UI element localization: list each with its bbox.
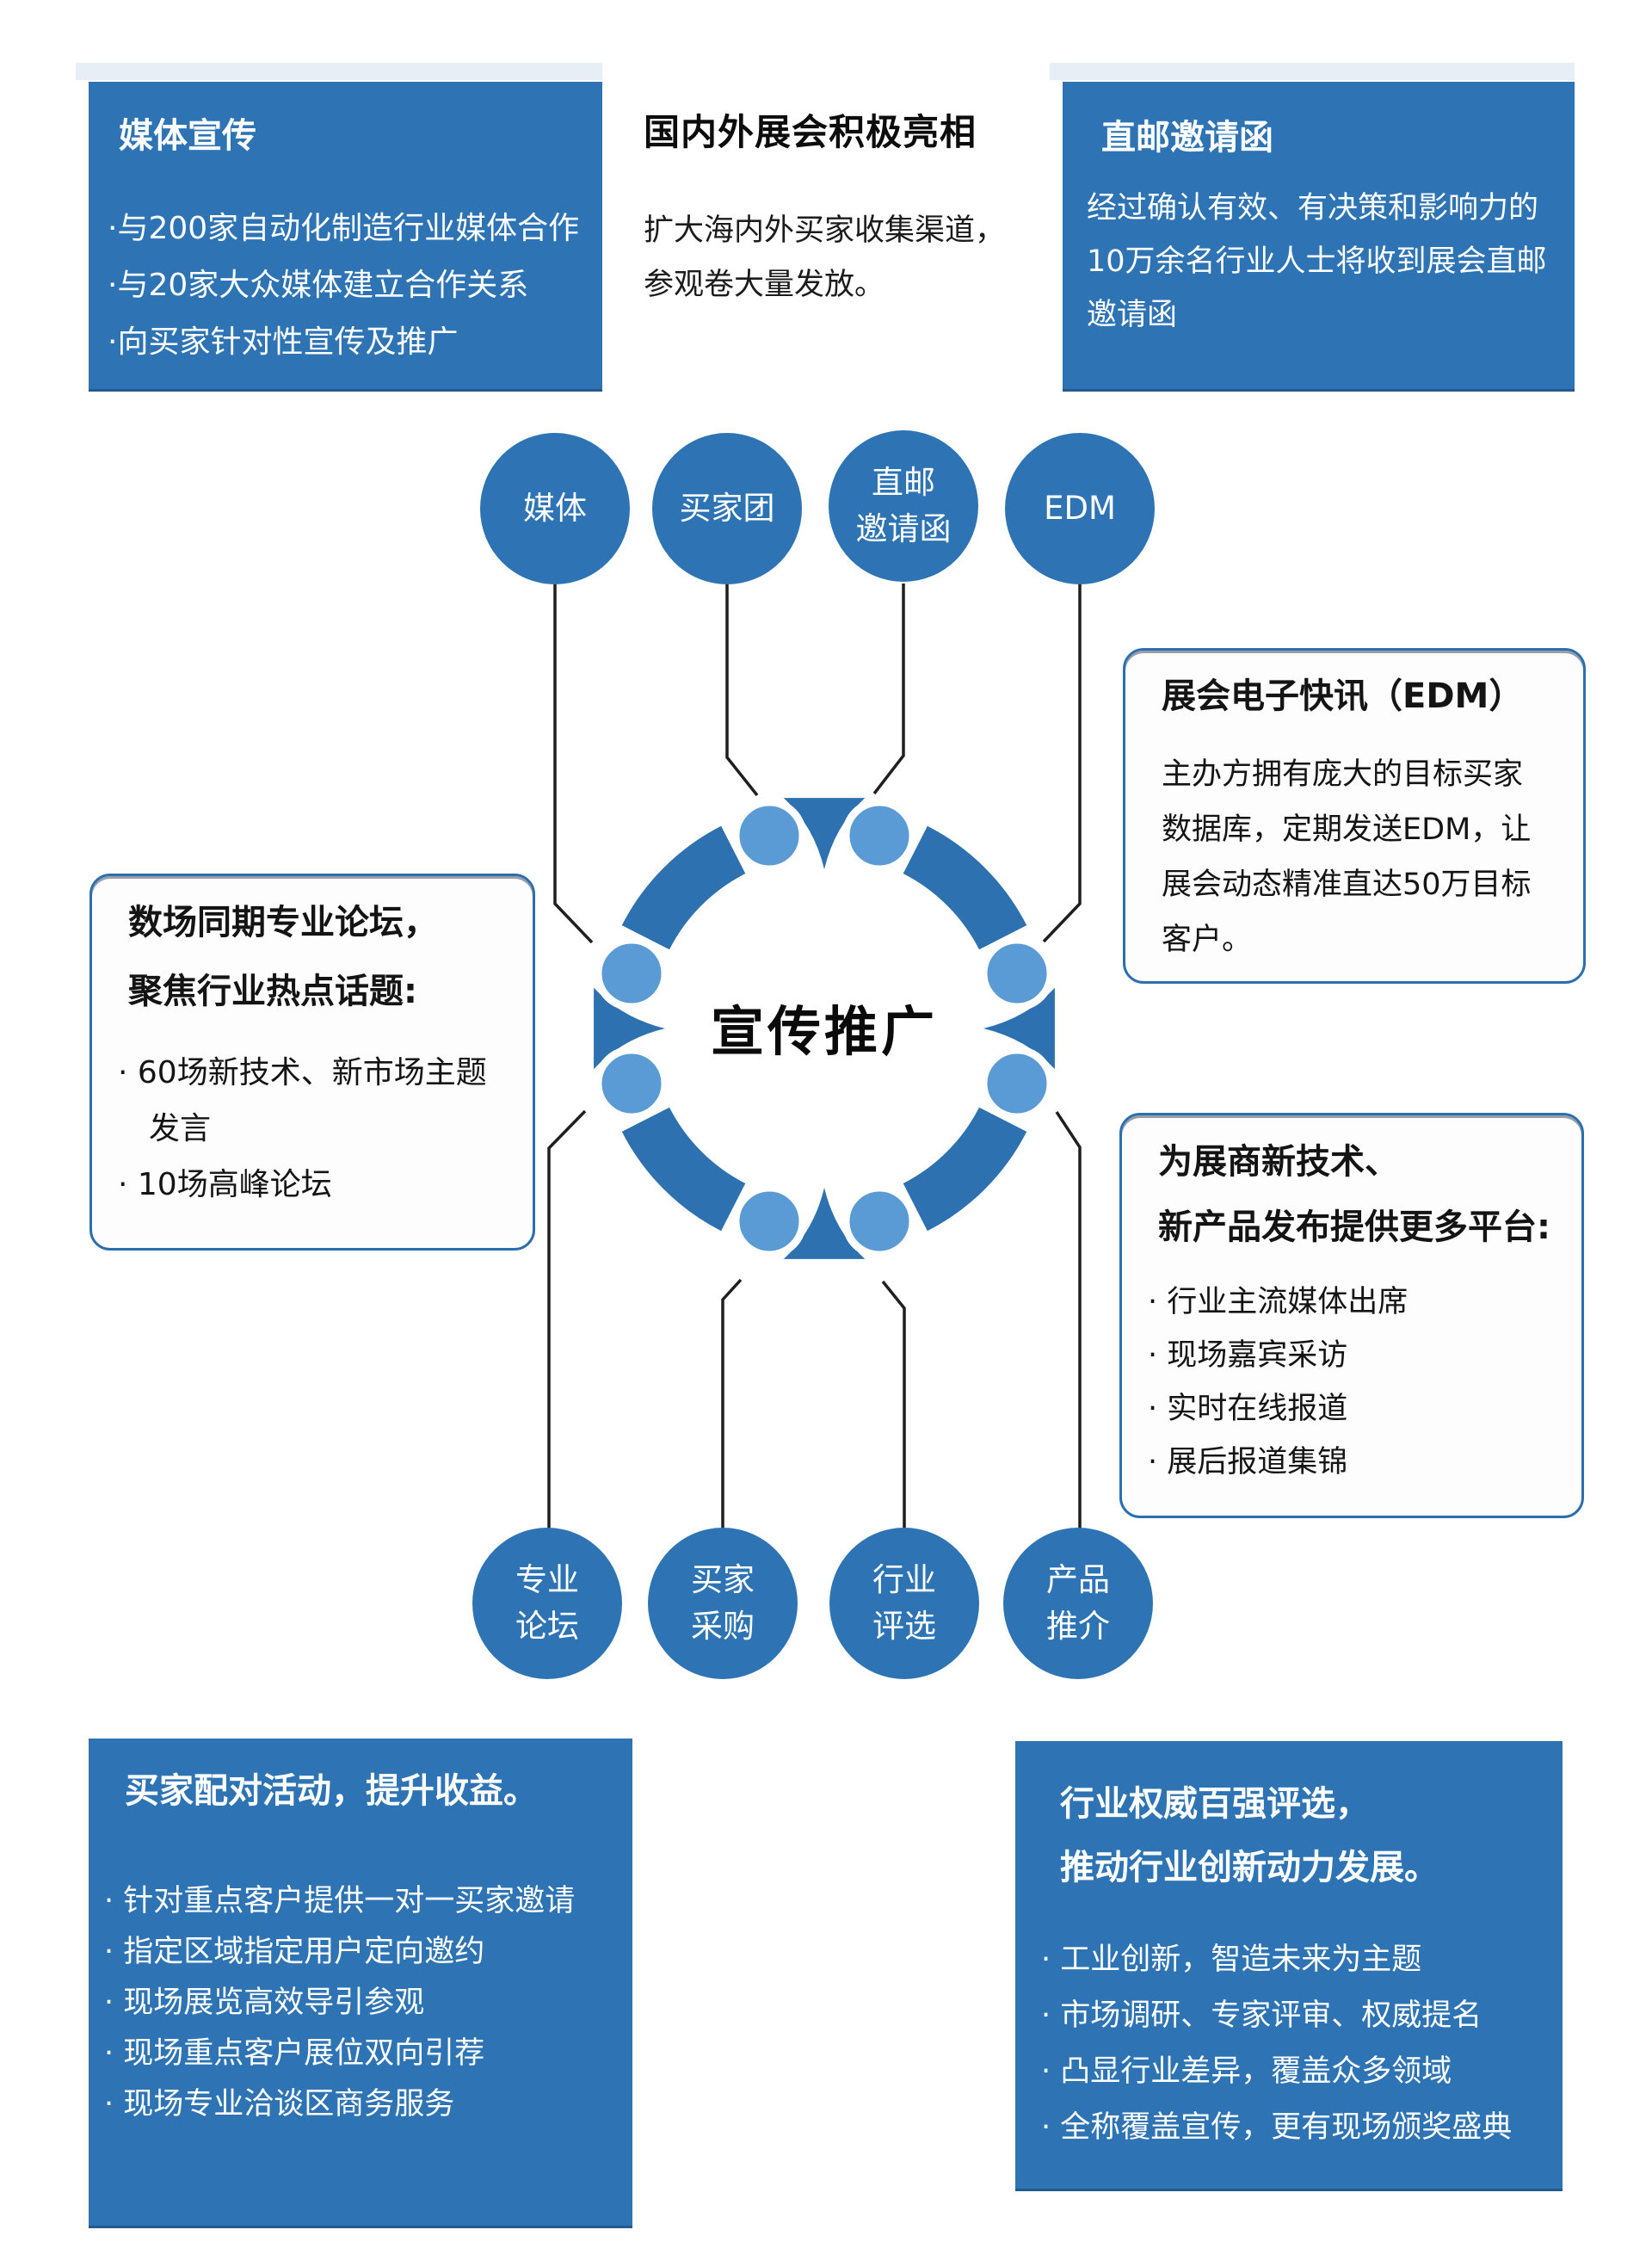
platform-bullet: · 展后报道集锦 — [1148, 1445, 1348, 1479]
media-promotion-bullet: ·与20家大众媒体建立合作关系 — [108, 268, 529, 303]
top-left-box-highlight-strip — [76, 63, 602, 80]
industry-awards-bullet: · 全称覆盖宣传，更有现场颁奖盛典 — [1041, 2110, 1513, 2145]
industry-awards-bullet: · 凸显行业差异，覆盖众多领域 — [1041, 2054, 1452, 2089]
platform-box-title: 为展商新技术、 新产品发布提供更多平台: — [1158, 1142, 1550, 1247]
industry-awards-title: 行业权威百强评选， 推动行业创新动力发展。 — [1060, 1784, 1439, 1887]
ring-dot — [841, 798, 917, 874]
media-promotion-bullet: ·与200家自动化制造行业媒体合作 — [108, 211, 580, 246]
industry-awards-box: 行业权威百强评选， 推动行业创新动力发展。 · 工业创新，智造未来为主题 · 市… — [1015, 1741, 1563, 2189]
node-industry-award: 行业 评选 — [829, 1528, 979, 1679]
node-edm: EDM — [1005, 433, 1155, 584]
connector-buyer-group — [725, 584, 759, 797]
buyer-matching-bullet: · 现场专业洽谈区商务服务 — [104, 2087, 455, 2122]
ring-wedge-bottom — [783, 1188, 866, 1259]
ring-dots — [594, 798, 1055, 1259]
ring-wedge-right — [983, 987, 1055, 1070]
ring-wedge-top — [783, 798, 866, 869]
connector-edm — [1042, 584, 1082, 943]
buyer-matching-bullet: · 针对重点客户提供一对一买家邀请 — [104, 1884, 576, 1918]
platform-bullet: · 现场嘉宾采访 — [1148, 1338, 1348, 1373]
edm-box-title: 展会电子快讯（EDM） — [1162, 676, 1524, 716]
connector-media — [553, 584, 594, 944]
node-buyer-group: 买家团 — [652, 433, 802, 584]
node-direct-mail: 直邮 邀请函 — [829, 430, 978, 582]
ring-arc-nw — [621, 825, 746, 950]
media-promotion-title: 媒体宣传 — [119, 116, 256, 156]
promo-hub-ring — [594, 798, 1055, 1259]
ring-arc-se — [903, 1107, 1027, 1232]
edm-box-body: 主办方拥有庞大的目标买家 数据库，定期发送EDM，让 展会动态精准直达50万目标… — [1162, 757, 1532, 957]
ring-dot — [594, 936, 669, 1011]
ring-dot — [841, 1183, 917, 1259]
forum-bullet: · 60场新技术、新市场主题 发言 — [118, 1055, 487, 1146]
forum-bullet: · 10场高峰论坛 — [118, 1167, 332, 1202]
exhibition-heading-body: 扩大海内外买家收集渠道， 参观卷大量发放。 — [644, 213, 1006, 302]
forum-box-title: 数场同期专业论坛， 聚焦行业热点话题: — [128, 903, 438, 1011]
ring-dot — [979, 936, 1055, 1011]
buyer-matching-box: 买家配对活动，提升收益。 · 针对重点客户提供一对一买家邀请 · 指定区域指定用… — [89, 1739, 632, 2226]
ring-wedge-left — [594, 987, 665, 1070]
industry-awards-bullet: · 工业创新，智造未来为主题 — [1041, 1942, 1422, 1977]
media-promotion-box: 媒体宣传 ·与200家自动化制造行业媒体合作 ·与20家大众媒体建立合作关系 ·… — [89, 82, 602, 389]
direct-mail-box: 直邮邀请函 经过确认有效、有决策和影响力的 10万余名行业人士将收到展会直邮 邀… — [1063, 82, 1575, 389]
ring-arcs — [621, 825, 1027, 1232]
media-promotion-bullet: ·向买家针对性宣传及推广 — [108, 324, 459, 360]
buyer-matching-title: 买家配对活动，提升收益。 — [125, 1771, 538, 1811]
ring-arc-sw — [621, 1107, 746, 1232]
buyer-matching-bullet: · 指定区域指定用户定向邀约 — [104, 1935, 485, 1969]
direct-mail-title: 直邮邀请函 — [1101, 118, 1273, 157]
buyer-matching-bullet: · 现场展览高效导引参观 — [104, 1986, 425, 2020]
exhibition-heading: 国内外展会积极亮相 — [644, 111, 977, 153]
exhibition-heading-block: 国内外展会积极亮相 扩大海内外买家收集渠道， 参观卷大量发放。 — [644, 103, 1048, 312]
ring-arc-ne — [903, 825, 1027, 950]
platform-bullet: · 行业主流媒体出席 — [1148, 1285, 1409, 1319]
node-forum: 专业 论坛 — [472, 1528, 622, 1679]
forum-box: 数场同期专业论坛， 聚焦行业热点话题: · 60场新技术、新市场主题 发言 · … — [89, 874, 535, 1251]
ring-wedges — [594, 798, 1055, 1259]
top-right-box-highlight-strip — [1050, 63, 1575, 80]
connector-product-promo — [1055, 1111, 1082, 1530]
node-buyer-procurement: 买家 采购 — [648, 1528, 798, 1679]
ring-dot — [731, 1183, 807, 1259]
ring-dot — [979, 1046, 1055, 1121]
platform-box: 为展商新技术、 新产品发布提供更多平台: · 行业主流媒体出席 · 现场嘉宾采访… — [1119, 1113, 1584, 1518]
ring-dot — [731, 798, 807, 874]
buyer-matching-bullet: · 现场重点客户展位双向引荐 — [104, 2036, 485, 2071]
node-media: 媒体 — [480, 433, 630, 584]
platform-bullet: · 实时在线报道 — [1148, 1392, 1348, 1426]
ring-dot — [594, 1046, 669, 1121]
direct-mail-body: 经过确认有效、有决策和影响力的 10万余名行业人士将收到展会直邮 邀请函 — [1087, 191, 1547, 332]
connector-forum — [547, 1109, 587, 1530]
node-product-promo: 产品 推介 — [1003, 1528, 1153, 1679]
hub-label: 宣传推广 — [710, 1000, 938, 1063]
edm-box: 展会电子快讯（EDM） 主办方拥有庞大的目标买家 数据库，定期发送EDM，让 展… — [1123, 648, 1586, 984]
connector-lines — [547, 584, 1082, 1530]
industry-awards-bullet: · 市场调研、专家评审、权威提名 — [1041, 1998, 1482, 2033]
connector-buyer-procurement — [721, 1278, 743, 1530]
connector-direct-mail — [872, 584, 905, 795]
connector-industry-award — [881, 1280, 906, 1530]
